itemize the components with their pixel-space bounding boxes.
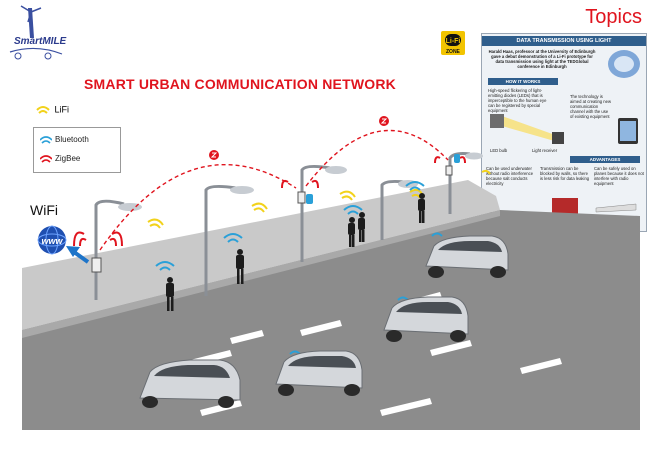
topics-link[interactable]: Topics: [585, 6, 642, 28]
network-nodes: [91, 165, 453, 273]
light-receiver-label: Light receiver: [532, 148, 558, 153]
infographic-header: DATA TRANSMISSION USING LIGHT: [482, 36, 646, 46]
how-it-works-text: High-speed flickering of light-emitting …: [488, 88, 547, 113]
pedestrians: [166, 193, 425, 311]
cars: [139, 235, 509, 408]
advantage-walls: Transmission can be blocked by walls, so…: [540, 166, 590, 181]
lifi-signal-icon: [36, 106, 50, 114]
legend-bluetooth-label: Bluetooth: [55, 135, 89, 145]
led-bulb-icon: [608, 50, 640, 78]
uplink-arrow: [72, 250, 90, 264]
smartmile-logo: [6, 4, 66, 64]
uplink-arrowhead: [66, 246, 80, 257]
advantage-planes: Can be safely used on planes because it …: [594, 166, 644, 186]
lifi-zone-label: ZONE: [446, 49, 460, 55]
legend-bluetooth: Bluetooth: [39, 135, 89, 145]
zigbee-signal-icon: [39, 155, 53, 163]
advantages-title: ADVANTAGES: [570, 156, 640, 163]
bluetooth-icons: [306, 154, 460, 204]
how-it-works-title: HOW IT WORKS: [488, 78, 558, 85]
internet-globe-icon: www: [37, 225, 67, 255]
logo-text: SmartMILE: [14, 36, 67, 47]
legend-zigbee: ZigBee: [39, 154, 81, 164]
legend-box: Bluetooth ZigBee: [33, 127, 121, 173]
legend-lifi-label: LiFi: [54, 104, 70, 115]
lifi-badge-text: Li-Fi: [446, 38, 461, 45]
wifi-label: WiFi: [30, 202, 58, 218]
led-bulb-label: LED bulb: [490, 148, 508, 153]
zigbee-links: [99, 129, 449, 251]
globe-www-text: www: [41, 236, 63, 246]
car-front-left: [139, 359, 241, 408]
zigbee-link-icons: [209, 116, 389, 160]
legend-zigbee-label: ZigBee: [55, 154, 81, 164]
tablet-icon: [618, 118, 638, 144]
lifi-infographic: DATA TRANSMISSION USING LIGHT Harald Haa…: [481, 33, 647, 232]
car-right-back: [425, 235, 509, 278]
infographic-intro: Harald Haas, professor at the University…: [488, 49, 596, 69]
light-beam-icon: [490, 114, 564, 144]
diagram-title: SMART URBAN COMMUNICATION NETWORK: [84, 76, 396, 92]
technology-text: The technology is aimed at creating new …: [570, 94, 611, 119]
advantage-underwater: Can be used underwater without radio int…: [486, 166, 534, 186]
signal-icons: [73, 156, 491, 371]
legend-lifi: LiFi: [36, 104, 69, 116]
curb: [22, 210, 500, 338]
car-center: [275, 350, 363, 396]
lifi-zone-badge: Li-Fi: [441, 31, 465, 55]
bluetooth-signal-icon: [39, 136, 53, 144]
car-right-front: [383, 296, 469, 342]
